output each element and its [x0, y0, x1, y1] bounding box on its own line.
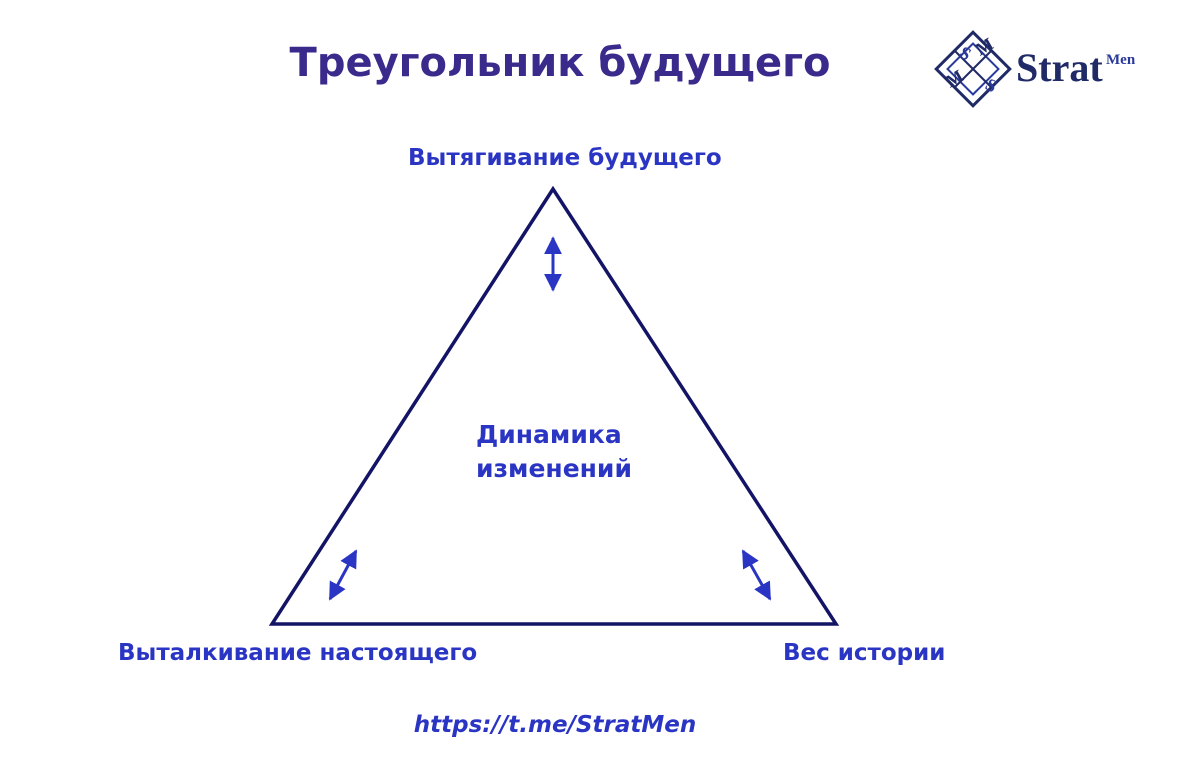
left-arrow: [328, 549, 358, 601]
center-label-line2: изменений: [476, 454, 632, 483]
stratmen-logo: S M M S Strat Men: [928, 26, 1158, 112]
right-arrow: [741, 549, 772, 601]
vertex-label-right: Вес истории: [783, 640, 946, 666]
telegram-link[interactable]: https://t.me/StratMen: [413, 712, 697, 738]
vertex-label-top: Вытягивание будущего: [408, 145, 722, 171]
vertex-label-left: Выталкивание настоящего: [118, 640, 478, 666]
center-label-line1: Динамика: [476, 420, 622, 449]
logo-emblem-icon: S M M S: [934, 30, 1012, 108]
logo-superscript: Men: [1106, 52, 1136, 68]
page-title: Треугольник будущего: [289, 40, 831, 86]
center-label: Динамика изменений: [476, 418, 676, 486]
triangle: [268, 185, 840, 626]
logo-wordmark: Strat: [1016, 45, 1103, 90]
